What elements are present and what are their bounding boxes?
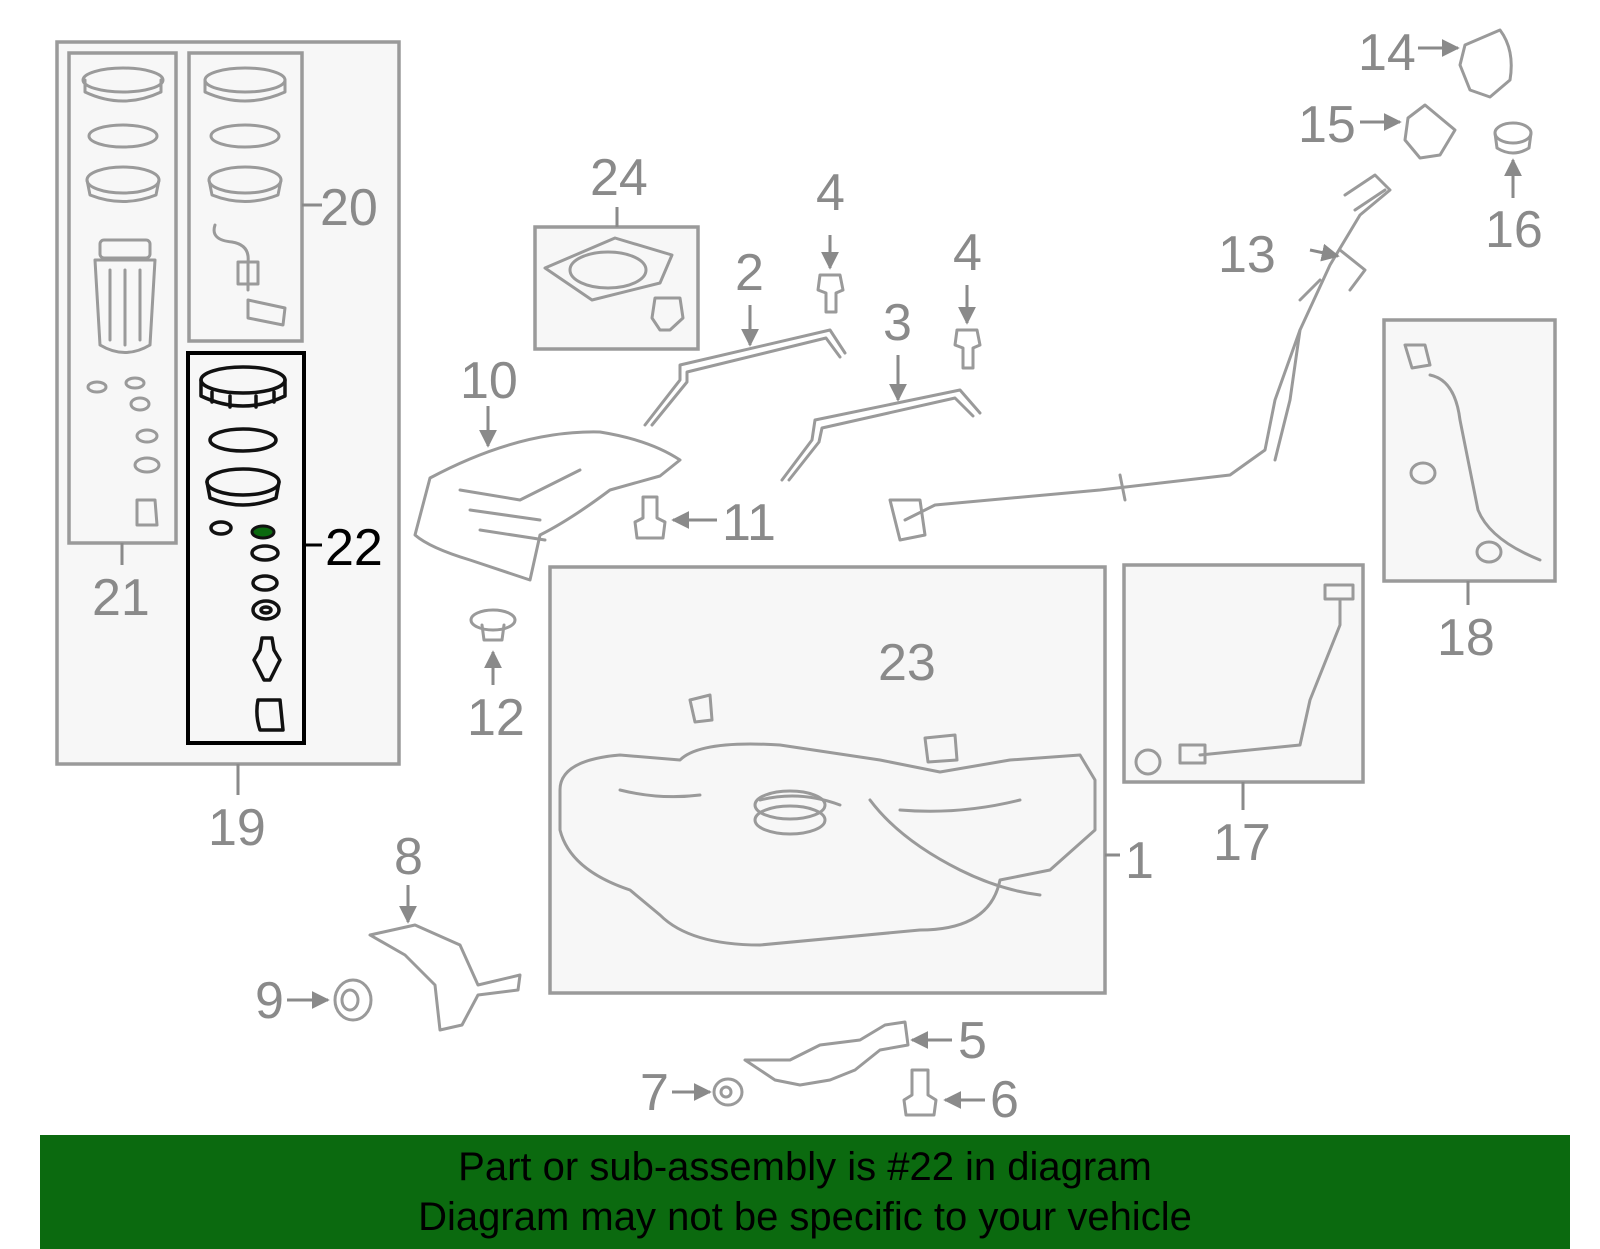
callout-5: 5: [958, 1012, 987, 1070]
callout-12: 12: [467, 689, 525, 747]
bolt-4b: [953, 285, 982, 370]
callout-21: 21: [92, 569, 150, 627]
highlighted-oring[interactable]: [250, 524, 276, 540]
assembly-24-box: [533, 207, 700, 351]
fuel-tank-box: [548, 565, 1120, 995]
assembly-17-box: [1122, 563, 1365, 810]
callout-4a: 4: [816, 164, 845, 222]
callout-13: 13: [1218, 226, 1276, 284]
callout-19: 19: [208, 799, 266, 857]
fuel-cap-14: [1418, 28, 1513, 99]
part-16: [1493, 121, 1533, 198]
assembly-18-box: [1382, 318, 1557, 605]
part-7: [672, 1077, 744, 1107]
assembly-21-box: [67, 51, 178, 565]
banner-line-2: Diagram may not be specific to your vehi…: [418, 1195, 1192, 1239]
info-banner: Part or sub-assembly is #22 in diagram D…: [40, 1135, 1570, 1249]
callout-9: 9: [255, 972, 284, 1030]
assembly-20-box: [187, 51, 322, 343]
callout-24: 24: [590, 149, 648, 207]
callout-20: 20: [320, 179, 378, 237]
strap-2: [643, 305, 847, 427]
callout-22[interactable]: 22: [325, 519, 383, 577]
banner-line-1: Part or sub-assembly is #22 in diagram: [458, 1145, 1152, 1189]
callout-1: 1: [1125, 832, 1154, 890]
callout-15: 15: [1298, 96, 1356, 154]
part-15: [1360, 103, 1457, 160]
callout-17: 17: [1213, 814, 1271, 872]
callout-8: 8: [394, 828, 423, 886]
bolt-11: [633, 495, 717, 540]
strap-3: [780, 355, 982, 482]
part-5: [743, 1020, 952, 1087]
callout-4b: 4: [953, 224, 982, 282]
callout-14: 14: [1358, 24, 1416, 82]
assembly-22-box[interactable]: [186, 351, 322, 745]
callout-2: 2: [735, 244, 764, 302]
callout-6: 6: [990, 1071, 1019, 1129]
callout-18: 18: [1437, 609, 1495, 667]
callout-11: 11: [722, 494, 776, 552]
part-8: [368, 885, 522, 1032]
filler-pipe-13: [888, 173, 1392, 542]
callout-7: 7: [640, 1064, 669, 1122]
callout-16: 16: [1485, 201, 1543, 259]
bolt-6: [902, 1068, 985, 1117]
callout-23: 23: [878, 634, 936, 692]
callout-3: 3: [883, 294, 912, 352]
callout-10: 10: [460, 352, 518, 410]
bolt-4a: [816, 235, 845, 314]
part-9: [287, 978, 373, 1022]
heat-shield-10: [413, 406, 682, 582]
grommet-12: [469, 608, 517, 685]
